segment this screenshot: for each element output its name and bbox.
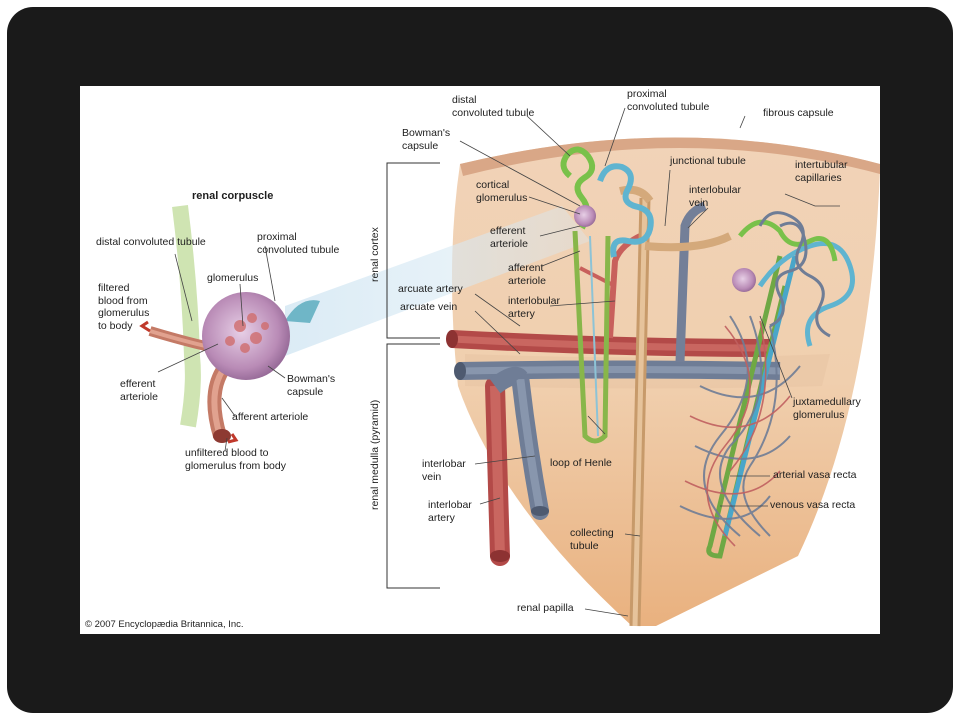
juxtamedullary-nephron <box>679 211 855 559</box>
label-bowmans-capsule: Bowman's capsule <box>287 373 336 398</box>
label-cortical-glomerulus: cortical glomerulus <box>476 179 528 204</box>
label-renal-medulla: renal medulla (pyramid) <box>369 399 381 510</box>
label-interlobular-artery: interlobular artery <box>508 295 560 320</box>
label-juxtamedullary-glomerulus: juxtamedullary glomerulus <box>793 396 861 421</box>
label-interlobar-artery: interlobar artery <box>428 499 472 524</box>
label-proximal-convoluted-tubule: proximal convoluted tubule <box>257 231 340 256</box>
label-efferent-arteriole-right: efferent arteriole <box>490 225 528 250</box>
corpuscle-title: renal corpuscle <box>192 190 274 202</box>
label-renal-papilla: renal papilla <box>517 602 574 614</box>
label-afferent-arteriole-right: afferent arteriole <box>508 262 546 287</box>
arcuate-vessels <box>446 330 781 394</box>
label-distal-convoluted-tubule: distal convoluted tubule <box>96 236 206 248</box>
copyright-credit: © 2007 Encyclopædia Britannica, Inc. <box>85 619 244 630</box>
label-junctional-tubule: junctional tubule <box>670 155 746 167</box>
label-arterial-vasa-recta: arterial vasa recta <box>773 469 857 481</box>
label-arcuate-vein: arcuate vein <box>400 301 458 313</box>
label-afferent-arteriole: afferent arteriole <box>232 411 309 423</box>
cortical-nephron <box>560 146 654 444</box>
corpuscle-detail <box>139 205 320 444</box>
label-intertubular-capillaries: intertubular capillaries <box>795 159 848 184</box>
label-efferent-arteriole: efferent arteriole <box>120 378 158 403</box>
label-loop-of-henle: loop of Henle <box>550 457 612 469</box>
collecting-tubule <box>619 185 732 627</box>
label-proximal-tubule-right: proximal convoluted tubule <box>627 88 710 113</box>
label-unfiltered-blood: unfiltered blood to glomerulus from body <box>185 447 286 472</box>
leader-lines-left <box>157 245 286 452</box>
label-interlobar-vein: interlobar vein <box>422 458 466 483</box>
region-brackets <box>386 162 440 589</box>
label-filtered-blood: filtered blood from glomerulus to body <box>98 282 150 332</box>
illustration-panel: renal corpuscle distal convoluted tubule… <box>80 86 880 634</box>
label-interlobular-vein: interlobular vein <box>689 184 741 209</box>
leader-lines-right <box>459 107 840 617</box>
interlobar-vessels <box>485 367 549 566</box>
label-arcuate-artery: arcuate artery <box>398 283 463 295</box>
label-renal-cortex: renal cortex <box>369 227 381 282</box>
label-fibrous-capsule: fibrous capsule <box>763 107 834 119</box>
label-bowmans-capsule-right: Bowman's capsule <box>402 127 451 152</box>
kidney-nephron-illustration <box>139 107 880 627</box>
label-venous-vasa-recta: venous vasa recta <box>770 499 856 511</box>
zoom-beam <box>285 206 590 356</box>
label-glomerulus: glomerulus <box>207 272 259 284</box>
label-collecting-tubule: collecting tubule <box>570 527 614 552</box>
label-distal-tubule-right: distal convoluted tubule <box>452 94 535 119</box>
